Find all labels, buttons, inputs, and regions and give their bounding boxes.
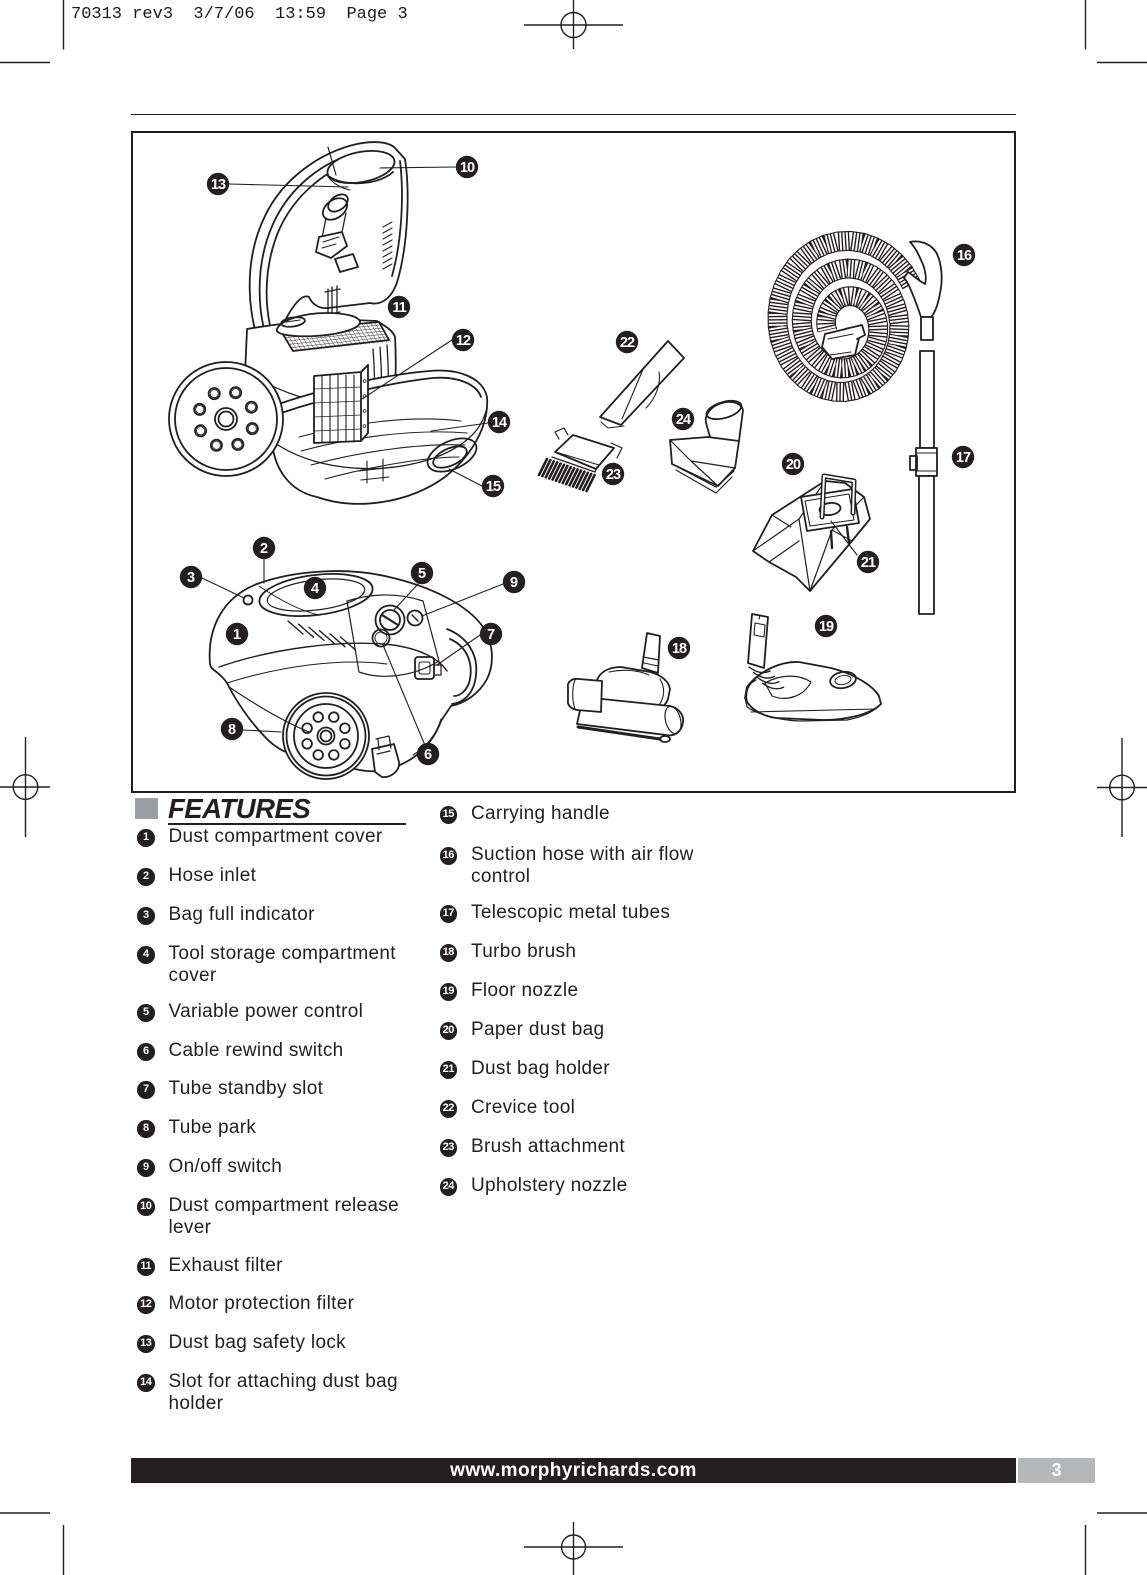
svg-text:18: 18: [672, 641, 687, 657]
svg-text:21: 21: [861, 555, 876, 571]
svg-text:9: 9: [510, 575, 518, 591]
svg-text:14: 14: [492, 415, 507, 431]
svg-text:2: 2: [260, 541, 268, 557]
svg-text:16: 16: [957, 248, 972, 264]
svg-text:10: 10: [460, 160, 475, 176]
svg-text:15: 15: [486, 479, 501, 495]
svg-text:24: 24: [676, 412, 691, 428]
svg-text:3: 3: [187, 570, 195, 586]
svg-text:13: 13: [211, 177, 226, 193]
svg-text:8: 8: [228, 722, 236, 738]
svg-text:12: 12: [456, 333, 471, 349]
svg-text:4: 4: [311, 581, 319, 597]
svg-text:5: 5: [418, 566, 426, 582]
svg-text:23: 23: [606, 467, 621, 483]
svg-text:19: 19: [819, 619, 834, 635]
svg-text:1: 1: [233, 627, 241, 643]
svg-text:7: 7: [487, 627, 495, 643]
svg-text:22: 22: [620, 335, 635, 351]
svg-text:6: 6: [424, 747, 432, 763]
svg-text:17: 17: [956, 450, 971, 466]
svg-text:20: 20: [786, 457, 801, 473]
svg-text:11: 11: [392, 300, 406, 316]
